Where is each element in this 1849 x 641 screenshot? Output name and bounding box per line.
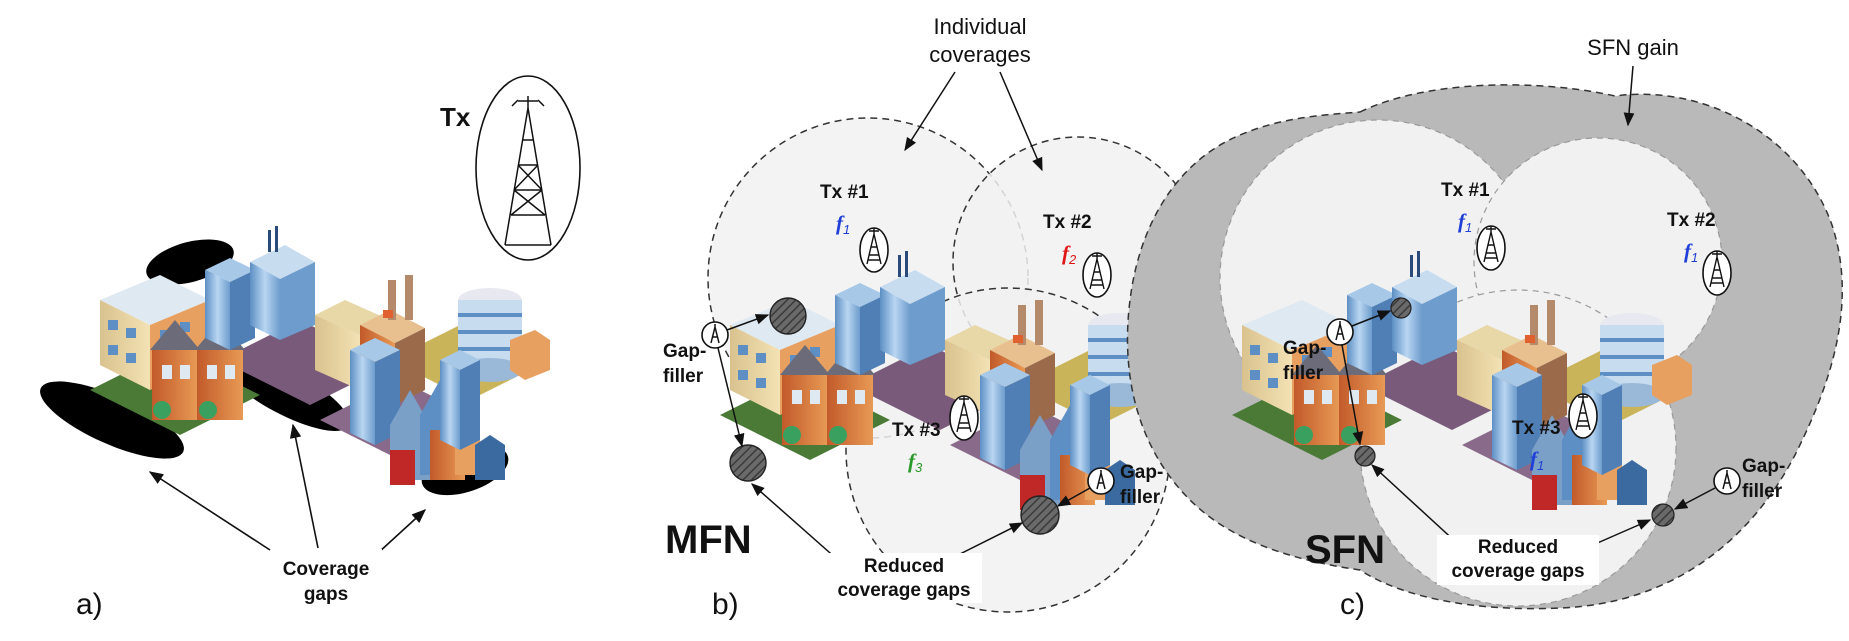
tx3-label: Tx #3 xyxy=(1512,418,1561,439)
panel-letter-a: a) xyxy=(76,588,103,621)
tx1-label: Tx #1 xyxy=(820,182,869,203)
tx-tower-icon xyxy=(475,75,581,261)
tx3-freq: f3 xyxy=(908,449,923,475)
sfn-label: SFN xyxy=(1305,528,1385,572)
mfn-label: MFN xyxy=(665,518,752,562)
gapfiller-right-icon xyxy=(1713,467,1741,495)
coverage-gaps-label: Coverage xyxy=(283,559,370,580)
gapfiller-left-label: Gap- xyxy=(1283,338,1326,359)
panel-letter-c: c) xyxy=(1340,588,1365,621)
panel-b: Tx #1 f1 Tx #2 f2 Tx #3 f3 Gap- filler G… xyxy=(663,14,1204,621)
reduced-gap xyxy=(1390,297,1412,319)
tx-label: Tx xyxy=(440,102,471,132)
gapfiller-left-label: Gap- xyxy=(663,341,706,362)
individual-coverages-label-2: coverages xyxy=(929,42,1031,67)
panel-letter-b: b) xyxy=(712,588,739,621)
gapfiller-right-icon xyxy=(1087,467,1115,495)
panel-c: Tx #1 f1 Tx #2 f1 Tx #3 f1 Gap- filler G… xyxy=(1126,35,1843,621)
gapfiller-right-label: Gap- xyxy=(1120,462,1163,483)
reduced-gap xyxy=(1354,445,1376,467)
individual-coverages-label: Individual xyxy=(934,14,1027,39)
tx2-label: Tx #2 xyxy=(1043,212,1092,233)
reduced-gaps-label-2: coverage gaps xyxy=(837,580,970,601)
tx3-freq: f1 xyxy=(1530,447,1544,473)
gap-arrows xyxy=(148,423,427,554)
coverage-gap xyxy=(40,381,184,459)
tx3-tower-icon xyxy=(949,395,979,441)
gapfiller-right-label: Gap- xyxy=(1742,456,1785,477)
gapfiller-right-label-2: filler xyxy=(1120,487,1161,508)
reduced-gap xyxy=(729,444,767,482)
tx2-label: Tx #2 xyxy=(1667,210,1716,231)
reduced-gap xyxy=(1020,495,1060,535)
reduced-gaps-label-2: coverage gaps xyxy=(1451,561,1584,582)
gapfiller-right-label-2: filler xyxy=(1742,481,1783,502)
tx1-tower-icon xyxy=(1476,225,1506,271)
tx2-freq: f2 xyxy=(1062,241,1077,267)
reduced-gaps-label: Reduced xyxy=(1478,537,1558,558)
tx1-label: Tx #1 xyxy=(1441,180,1490,201)
reduced-gap xyxy=(769,297,807,335)
tx1-tower-icon xyxy=(859,227,889,273)
tx2-tower-icon xyxy=(1082,252,1112,298)
sfn-gain-label: SFN gain xyxy=(1587,35,1679,60)
coverage-gaps-label-2: gaps xyxy=(304,584,348,605)
panel-a: Tx Coverage gaps a) xyxy=(40,75,581,621)
tx3-label: Tx #3 xyxy=(892,420,941,441)
tx1-freq: f1 xyxy=(1458,209,1472,235)
tx2-tower-icon xyxy=(1702,250,1732,296)
reduced-gap xyxy=(1651,503,1675,527)
gapfiller-left-icon xyxy=(1326,318,1354,346)
tx2-freq: f1 xyxy=(1684,239,1698,265)
gapfiller-left-label-2: filler xyxy=(663,366,704,387)
tx1-freq: f1 xyxy=(836,211,850,237)
tx3-tower-icon xyxy=(1568,393,1598,439)
reduced-gaps-label: Reduced xyxy=(864,556,944,577)
gapfiller-left-label-2: filler xyxy=(1283,363,1324,384)
